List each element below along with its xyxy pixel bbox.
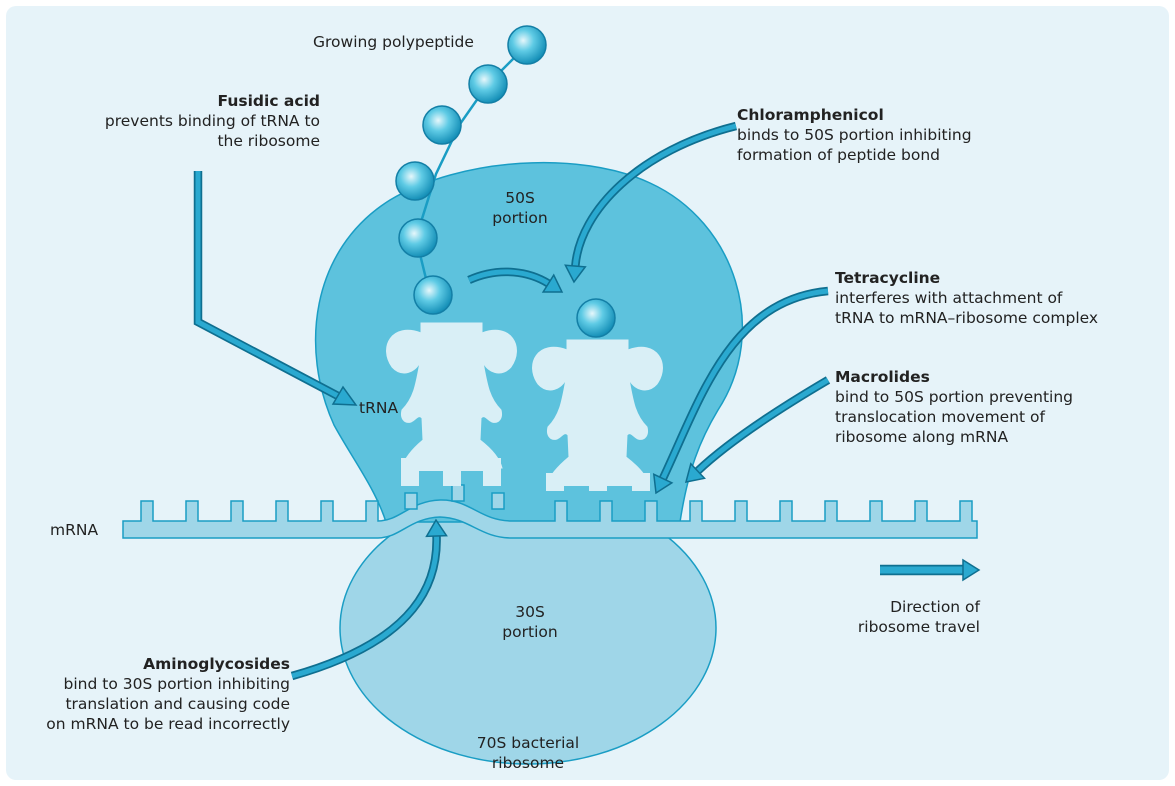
amino-acid-4 xyxy=(395,161,435,201)
trna-left-shape xyxy=(386,322,517,469)
fusidic-acid-desc-2: the ribosome xyxy=(217,132,320,150)
subunit-30s-line-1: 30S xyxy=(515,603,545,621)
fusidic-acid-desc-1: prevents binding of tRNA to xyxy=(104,112,320,130)
tetracycline-desc-2: tRNA to mRNA–ribosome complex xyxy=(835,309,1099,327)
amino-acid-5 xyxy=(398,218,438,258)
tetracycline-arrow xyxy=(652,286,829,495)
chloramphenicol-arrow xyxy=(564,121,738,284)
peptide-transfer-arrow xyxy=(467,267,564,293)
mrna-codon-tooth xyxy=(491,492,505,510)
tetracycline-name: Tetracycline xyxy=(835,269,941,287)
direction-label: Direction of ribosome travel xyxy=(820,597,980,637)
mrna-codon-tooth xyxy=(451,484,465,502)
amino-acid-3 xyxy=(422,105,462,145)
amino-acid-incoming xyxy=(576,298,616,338)
subunit-30s-label: 30S portion xyxy=(490,602,570,642)
aminoglycosides-name: Aminoglycosides xyxy=(143,655,290,673)
macrolides-label: Macrolides bind to 50S portion preventin… xyxy=(835,367,1165,447)
ribosome-line-1: 70S bacterial xyxy=(476,734,580,752)
ribosome-line-2: ribosome xyxy=(491,754,565,772)
mrna-label: mRNA xyxy=(50,521,99,539)
subunit-50s-label: 50S portion xyxy=(480,188,560,228)
macrolides-desc-1: bind to 50S portion preventing xyxy=(835,388,1074,406)
ribosome-label: 70S bacterial ribosome xyxy=(438,733,618,773)
mrna-codon-tooth xyxy=(404,492,418,510)
macrolides-desc-2: translocation movement of xyxy=(835,408,1045,426)
amino-acid-6 xyxy=(413,275,453,315)
macrolides-name: Macrolides xyxy=(835,368,930,386)
amino-acid-1 xyxy=(507,25,547,65)
direction-arrow xyxy=(880,558,981,582)
chloramphenicol-name: Chloramphenicol xyxy=(737,106,884,124)
fusidic-acid-name: Fusidic acid xyxy=(217,92,320,110)
fusidic-acid-label: Fusidic acid prevents binding of tRNA to… xyxy=(50,91,320,151)
mrna-backbone xyxy=(122,499,978,539)
mrna-strand xyxy=(122,484,978,539)
chloramphenicol-desc-1: binds to 50S portion inhibiting xyxy=(737,126,972,144)
aminoglycosides-label: Aminoglycosides bind to 30S portion inhi… xyxy=(30,654,290,734)
aminoglycosides-desc-3: on mRNA to be read incorrectly xyxy=(46,715,290,733)
subunit-30s-line-2: portion xyxy=(502,623,558,641)
amino-acid-2 xyxy=(468,64,508,104)
subunit-50s-line-1: 50S xyxy=(505,189,535,207)
direction-line-2: ribosome travel xyxy=(857,618,980,636)
direction-line-1: Direction of xyxy=(890,598,980,616)
fusidic-acid-arrow xyxy=(193,171,358,406)
macrolides-desc-3: ribosome along mRNA xyxy=(835,428,1009,446)
aminoglycosides-arrow xyxy=(290,518,448,681)
polypeptide-label: Growing polypeptide xyxy=(313,33,474,51)
trna-left-anticodon xyxy=(401,458,501,486)
arrows xyxy=(193,121,981,681)
tetracycline-label: Tetracycline interferes with attachment … xyxy=(835,268,1165,328)
chloramphenicol-label: Chloramphenicol binds to 50S portion inh… xyxy=(737,105,1037,165)
trna-right-anticodon xyxy=(546,473,650,491)
tetracycline-desc-1: interferes with attachment of xyxy=(835,289,1063,307)
aminoglycosides-desc-2: translation and causing code xyxy=(65,695,290,713)
aminoglycosides-desc-1: bind to 30S portion inhibiting xyxy=(63,675,290,693)
trna-label: tRNA xyxy=(359,399,399,417)
polypeptide-amino-acids xyxy=(395,25,616,338)
macrolides-arrow xyxy=(684,376,831,483)
subunit-50s-line-2: portion xyxy=(492,209,548,227)
chloramphenicol-desc-2: formation of peptide bond xyxy=(737,146,941,164)
